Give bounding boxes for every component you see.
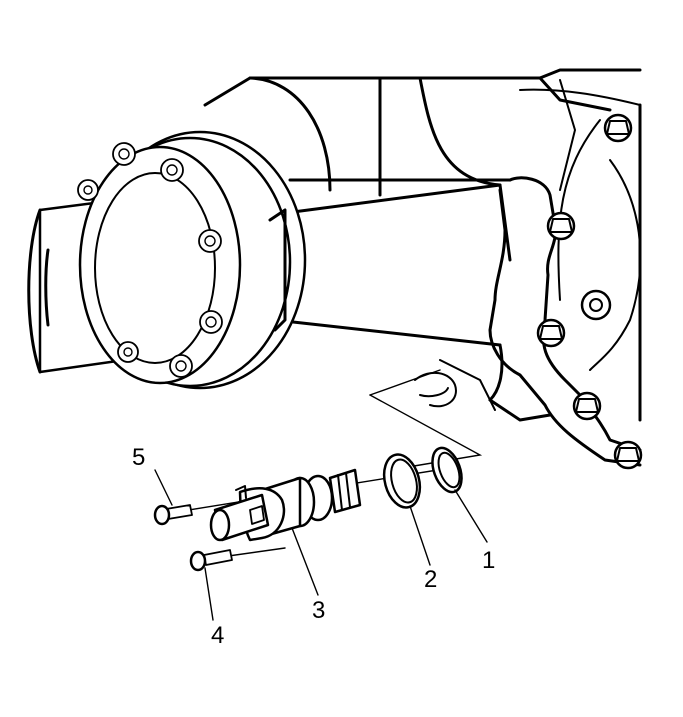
axle-flange xyxy=(27,130,307,390)
callout-1: 1 xyxy=(482,547,495,574)
callout-4: 4 xyxy=(211,622,224,649)
flange-bolt-icon xyxy=(77,179,99,201)
callout-2: 2 xyxy=(424,566,437,593)
exploded-parts xyxy=(153,369,483,572)
flange-bolt-icon xyxy=(117,341,139,363)
flange-bolt-icon xyxy=(199,310,223,334)
differential-housing xyxy=(203,68,643,470)
flange-bolt-icon xyxy=(160,158,184,182)
callout-3: 3 xyxy=(312,597,325,624)
flange-bolt-icon xyxy=(112,142,136,166)
leader-lines xyxy=(154,469,488,621)
housing-bolt-icon xyxy=(603,113,633,143)
bolt-4 xyxy=(189,549,233,572)
housing-bolt-icon xyxy=(572,391,602,421)
sensor-assembly xyxy=(209,468,362,542)
callout-labels: 1 2 3 4 5 xyxy=(132,444,495,649)
callout-5: 5 xyxy=(132,444,145,471)
housing-bolt-icon xyxy=(536,318,566,348)
bolt-5 xyxy=(153,504,193,526)
flange-bolt-icon xyxy=(198,229,222,253)
flange-bolt-icon xyxy=(169,354,193,378)
housing-bolt-icon xyxy=(546,211,576,241)
housing-bolt-icon xyxy=(580,289,612,321)
o-ring-seal-2 xyxy=(382,453,422,509)
o-ring-seal-1 xyxy=(431,446,463,494)
housing-bolt-icon xyxy=(613,440,643,470)
